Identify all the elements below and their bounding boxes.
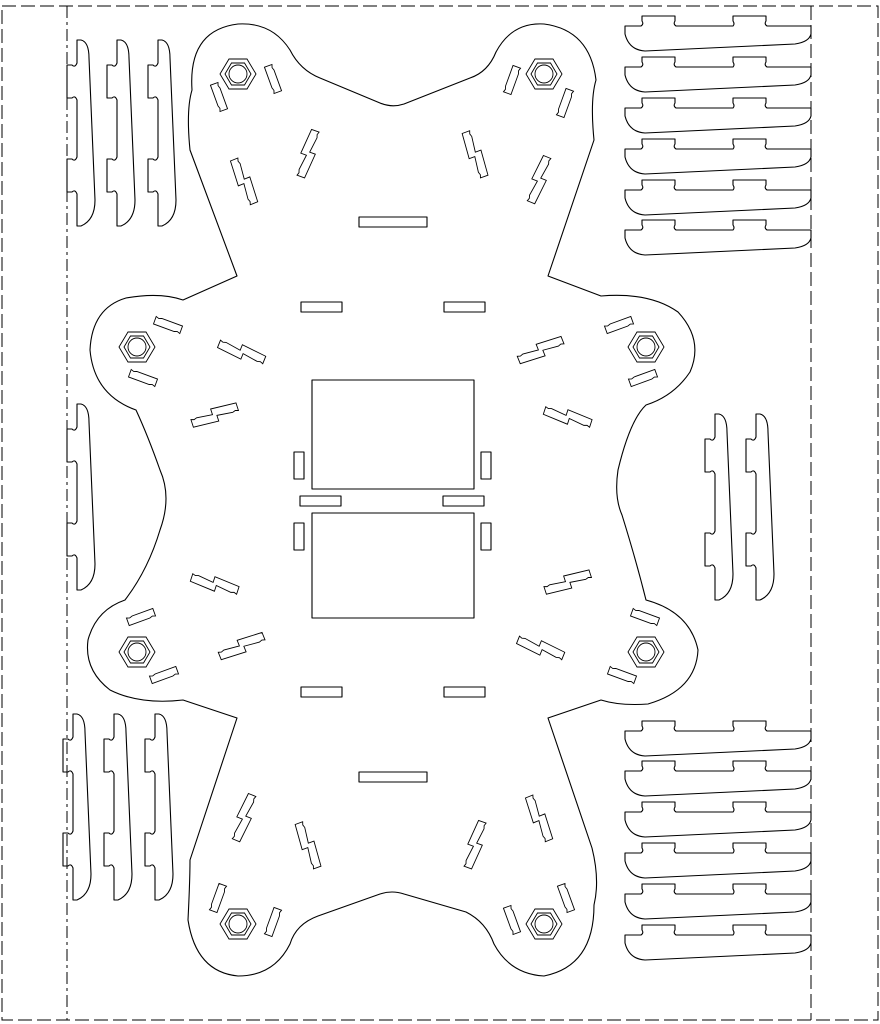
motor-nut-icon xyxy=(627,636,665,668)
motor-nut-icon xyxy=(219,58,257,90)
step-slots xyxy=(189,128,594,871)
spacers-mid-left xyxy=(66,403,96,591)
main-frame-plate xyxy=(86,23,699,977)
spacers-top-left xyxy=(66,39,177,227)
spacers-mid-right xyxy=(704,413,775,601)
motor-nut-icon xyxy=(627,331,665,363)
motor-nut-icon xyxy=(118,636,156,668)
spacers-bottom-left xyxy=(62,713,174,901)
spacers-top-right xyxy=(624,15,812,256)
rect-slots xyxy=(293,216,492,783)
motor-nut-icon xyxy=(525,908,563,940)
spacers-bottom-right xyxy=(624,720,812,961)
motor-nut-icon xyxy=(219,908,257,940)
motor-nut-icon xyxy=(525,58,563,90)
battery-windows xyxy=(311,379,475,619)
motor-nut-icon xyxy=(118,331,156,363)
motor-mounts xyxy=(118,58,665,940)
